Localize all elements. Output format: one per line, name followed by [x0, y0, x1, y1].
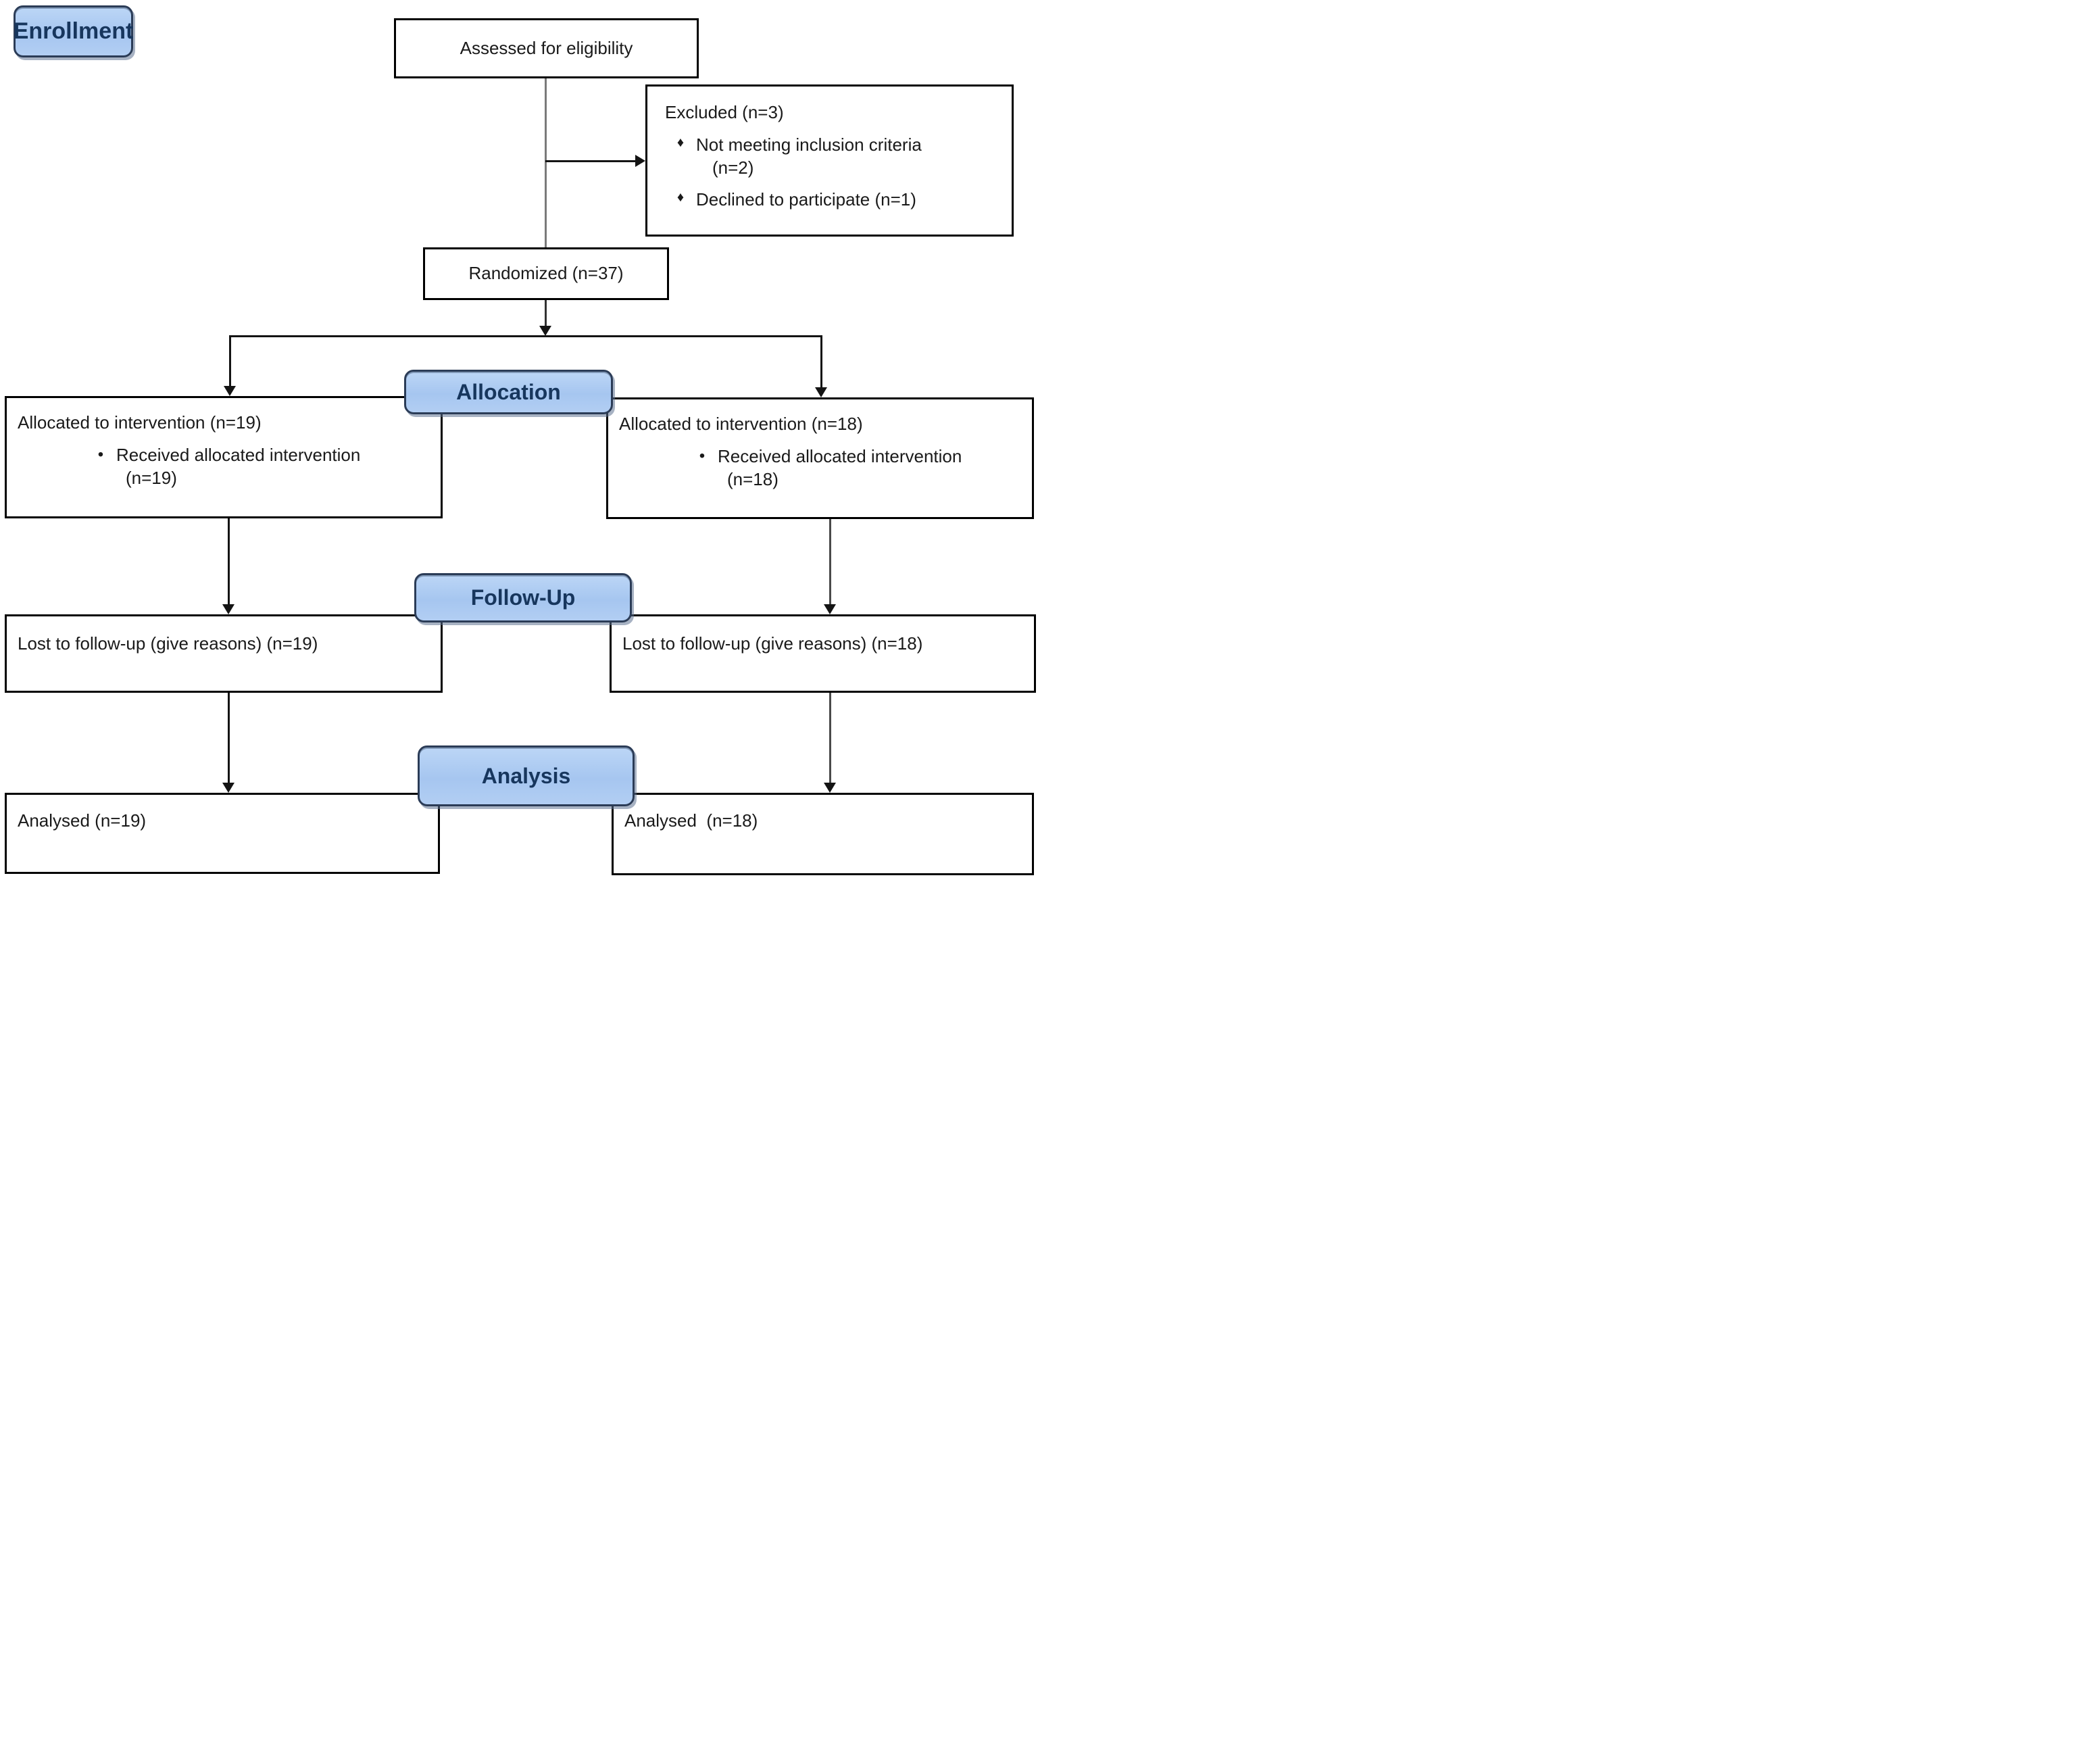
connector-split-to-alloc-right — [820, 337, 822, 388]
stage-followup-badge: Follow-Up — [414, 573, 632, 622]
lost-followup-left-label: Lost to follow-up (give reasons) (n=19) — [18, 633, 318, 654]
arrowhead-excluded-icon — [635, 155, 645, 167]
arrowhead-alloc-right-icon — [815, 387, 827, 397]
stage-allocation-badge: Allocation — [404, 370, 613, 414]
connector-assessed-to-randomized — [545, 78, 547, 247]
arrowhead-split-icon — [539, 326, 551, 336]
box-assessed-for-eligibility: Assessed for eligibility — [394, 18, 699, 78]
stage-followup-label: Follow-Up — [470, 585, 576, 610]
excluded-title: Excluded (n=3) — [665, 102, 784, 122]
randomized-label: Randomized (n=37) — [468, 263, 624, 284]
allocated-left-bullet: • Received allocated intervention (n=19) — [85, 444, 434, 490]
connector-split-horizontal — [229, 335, 822, 337]
arrowhead-analysis-right-icon — [824, 783, 836, 793]
box-allocated-right: Allocated to intervention (n=18) • Recei… — [606, 397, 1034, 519]
arrowhead-followup-right-icon — [824, 604, 836, 614]
lost-followup-right-label: Lost to follow-up (give reasons) (n=18) — [622, 633, 923, 654]
round-bullet-icon: • — [97, 445, 104, 464]
stage-allocation-label: Allocation — [456, 379, 561, 404]
box-analysed-left: Analysed (n=19) — [5, 793, 440, 874]
connector-split-to-alloc-left — [229, 337, 231, 387]
diamond-bullet-icon: ♦ — [676, 190, 685, 205]
diamond-bullet-icon: ♦ — [676, 134, 685, 150]
box-allocated-left: Allocated to intervention (n=19) • Recei… — [5, 396, 443, 518]
excluded-bullet-1-text: Not meeting inclusion criteria (n=2) — [696, 134, 922, 178]
excluded-bullet-2-text: Declined to participate (n=1) — [696, 189, 916, 210]
analysed-right-label: Analysed (n=18) — [624, 810, 758, 831]
allocated-left-title: Allocated to intervention (n=19) — [18, 412, 262, 433]
connector-followup-to-analysis-left — [228, 693, 230, 783]
box-analysed-right: Analysed (n=18) — [612, 793, 1034, 875]
analysed-left-label: Analysed (n=19) — [18, 810, 147, 831]
allocated-right-title: Allocated to intervention (n=18) — [619, 414, 863, 434]
box-lost-followup-right: Lost to follow-up (give reasons) (n=18) — [610, 614, 1036, 693]
box-excluded: Excluded (n=3) ♦ Not meeting inclusion c… — [645, 84, 1014, 237]
excluded-bullet-1: ♦ Not meeting inclusion criteria (n=2) — [665, 134, 1002, 180]
arrowhead-alloc-left-icon — [224, 386, 236, 396]
connector-randomized-to-split — [545, 300, 547, 327]
stage-analysis-badge: Analysis — [418, 745, 635, 806]
box-lost-followup-left: Lost to follow-up (give reasons) (n=19) — [5, 614, 443, 693]
assessed-label: Assessed for eligibility — [460, 37, 633, 58]
connector-branch-to-excluded — [545, 160, 635, 162]
round-bullet-icon: • — [699, 446, 706, 465]
consort-flow-diagram: Assessed for eligibility Excluded (n=3) … — [0, 0, 1038, 882]
stage-enrollment-label: Enrollment — [13, 18, 134, 44]
stage-analysis-label: Analysis — [481, 763, 571, 788]
allocated-right-bullet-text: Received allocated intervention (n=18) — [718, 445, 962, 489]
connector-followup-to-analysis-right — [829, 693, 831, 783]
stage-enrollment-badge: Enrollment — [14, 5, 133, 57]
excluded-bullet-2: ♦ Declined to participate (n=1) — [665, 189, 1002, 212]
connector-alloc-to-followup-left — [228, 518, 230, 605]
box-randomized: Randomized (n=37) — [423, 247, 669, 300]
connector-alloc-to-followup-right — [829, 519, 831, 605]
allocated-left-bullet-text: Received allocated intervention (n=19) — [116, 444, 361, 488]
arrowhead-analysis-left-icon — [222, 783, 234, 793]
arrowhead-followup-left-icon — [222, 604, 234, 614]
allocated-right-bullet: • Received allocated intervention (n=18) — [687, 445, 1025, 491]
